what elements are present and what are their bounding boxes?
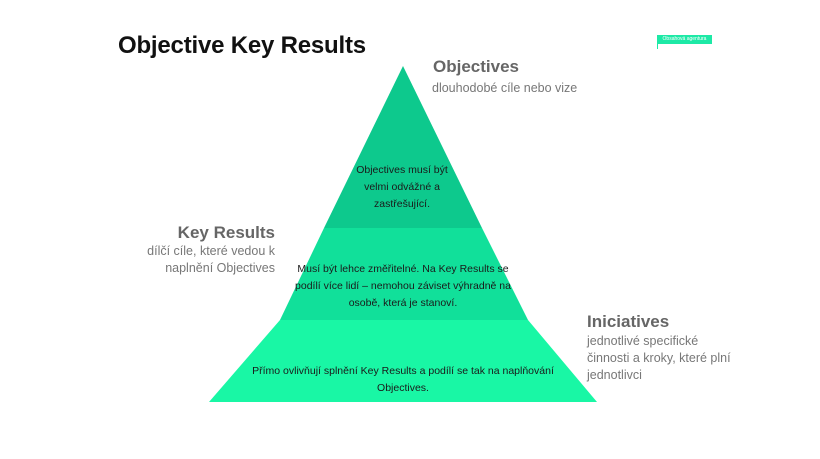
agency-badge: Obsahová agentura bbox=[657, 35, 712, 44]
pyramid-level-bottom bbox=[209, 320, 597, 402]
key-results-heading: Key Results bbox=[177, 223, 275, 242]
pyramid-level-top bbox=[324, 66, 482, 228]
objectives-description: dlouhodobé cíle nebo vize bbox=[432, 81, 578, 95]
objectives-heading: Objectives bbox=[433, 57, 519, 76]
badge-tick bbox=[657, 44, 658, 49]
page-title: Objective Key Results bbox=[118, 32, 366, 59]
initiatives-description: jednotlivé specifické činnosti a kroky, … bbox=[587, 334, 731, 382]
pyramid-middle-text: Musí být lehce změřitelné. Na Key Result… bbox=[295, 263, 511, 309]
pyramid-bottom-text: Přímo ovlivňují splnění Key Results a po… bbox=[252, 365, 554, 394]
pyramid-top-text: Objectives musí být velmi odvážné a zast… bbox=[356, 164, 448, 210]
key-results-description: dílčí cíle, které vedou k naplnění Objec… bbox=[147, 244, 275, 275]
initiatives-heading: Iniciatives bbox=[587, 312, 670, 331]
pyramid-level-middle bbox=[280, 228, 528, 320]
